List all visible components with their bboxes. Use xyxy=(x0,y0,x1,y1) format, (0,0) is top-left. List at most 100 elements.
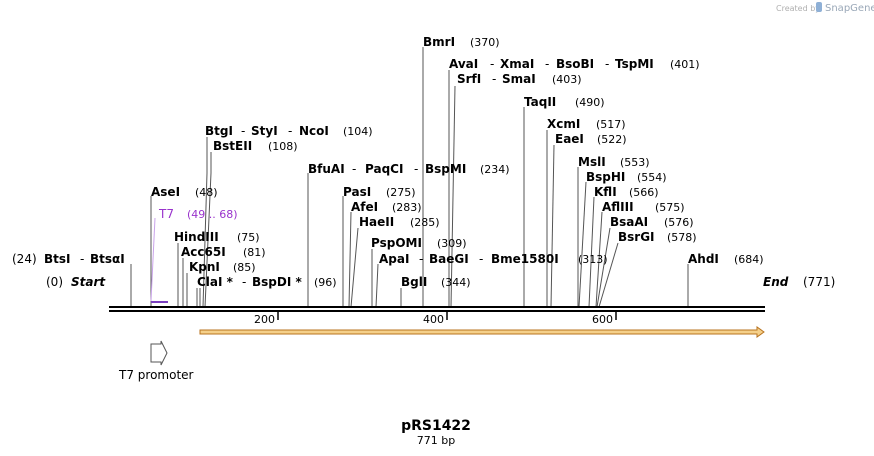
site-labels: (24) BtsI - BtsαI T7 (49 .. 68) AseI (48… xyxy=(12,35,764,289)
site-pos-bmri: (370) xyxy=(470,36,500,49)
ruler: 200 400 600 xyxy=(254,312,617,326)
site-label-bsaai[interactable]: BsaAI xyxy=(610,215,648,229)
site-label-paqci[interactable]: PaqCI xyxy=(365,162,403,176)
site-label-styi[interactable]: StyI xyxy=(251,124,278,138)
ruler-label-400: 400 xyxy=(423,313,444,326)
site-label-clai[interactable]: ClaI * xyxy=(197,275,234,289)
site-pos-msli: (553) xyxy=(620,156,650,169)
site-pos-hindiii: (75) xyxy=(237,231,260,244)
site-pos-pspomi: (309) xyxy=(437,237,467,250)
t7-feature[interactable] xyxy=(150,217,168,303)
site-label-msli[interactable]: MslI xyxy=(578,155,606,169)
site-sep: - xyxy=(241,124,245,138)
site-sep: - xyxy=(545,57,549,71)
site-label-ncoi[interactable]: NcoI xyxy=(299,124,329,138)
site-label-afei[interactable]: AfeI xyxy=(351,200,378,214)
site-label-pasi[interactable]: PasI xyxy=(343,185,371,199)
site-label-asei[interactable]: AseI xyxy=(151,185,180,199)
site-label-bspdi[interactable]: BspDI * xyxy=(252,275,302,289)
site-pos-taqii: (490) xyxy=(575,96,605,109)
site-label-bgli[interactable]: BglI xyxy=(401,275,427,289)
site-label-srfi[interactable]: SrfI xyxy=(457,72,481,86)
site-label-bspmi[interactable]: BspMI xyxy=(425,162,466,176)
site-pos-pasi: (275) xyxy=(386,186,416,199)
site-label-tspmi[interactable]: TspMI xyxy=(615,57,654,71)
site-label-xmai[interactable]: XmaI xyxy=(500,57,534,71)
site-pos-bgli: (344) xyxy=(441,276,471,289)
start-label: Start xyxy=(71,275,106,289)
site-label-bmri[interactable]: BmrI xyxy=(423,35,455,49)
site-pos-btsi: (24) xyxy=(12,252,37,266)
map-title-block: pRS1422 771 bp xyxy=(401,418,471,447)
site-pos-bspdi: (96) xyxy=(314,276,337,289)
site-label-baegi[interactable]: BaeGI xyxy=(429,252,469,266)
site-sep: - xyxy=(80,252,84,266)
site-label-bme1580i[interactable]: Bme1580I xyxy=(491,252,559,266)
site-sep: - xyxy=(605,57,609,71)
site-sep: - xyxy=(492,72,496,86)
site-label-taqii[interactable]: TaqII xyxy=(524,95,556,109)
site-pos-tspmi: (401) xyxy=(670,58,700,71)
site-label-pspomi[interactable]: PspOMI xyxy=(371,236,422,250)
site-label-smai[interactable]: SmaI xyxy=(502,72,536,86)
snapgene-credit: Created by SnapGene xyxy=(776,2,874,14)
site-label-acc65i[interactable]: Acc65I xyxy=(181,245,226,259)
site-label-afliii[interactable]: AflIII xyxy=(602,200,634,214)
snapgene-logo-icon xyxy=(816,2,822,12)
map-ends: (0) Start End (771) xyxy=(46,275,835,289)
site-label-xcmi[interactable]: XcmI xyxy=(547,117,580,131)
credit-brand: SnapGene xyxy=(825,3,874,14)
t7-promoter-feature[interactable]: T7 promoter xyxy=(118,340,194,382)
site-pos-kpni: (85) xyxy=(233,261,256,274)
site-pos-ncoi: (104) xyxy=(343,125,373,138)
site-label-ahdi[interactable]: AhdI xyxy=(688,252,719,266)
map-title: pRS1422 xyxy=(401,418,471,434)
site-pos-kfli: (566) xyxy=(629,186,659,199)
orf-arrow[interactable] xyxy=(199,326,765,338)
ruler-label-600: 600 xyxy=(592,313,613,326)
site-sep: - xyxy=(352,162,356,176)
site-label-btsi[interactable]: BtsI xyxy=(44,252,71,266)
site-pos-haeii: (285) xyxy=(410,216,440,229)
map-length: 771 bp xyxy=(417,434,455,447)
end-position: (771) xyxy=(803,275,835,289)
site-label-bsrgi[interactable]: BsrGI xyxy=(618,230,655,244)
t7-promoter-label: T7 promoter xyxy=(118,368,194,382)
site-pos-smai: (403) xyxy=(552,73,582,86)
site-lines xyxy=(130,47,689,308)
start-position: (0) xyxy=(46,275,63,289)
site-label-apai[interactable]: ApaI xyxy=(379,252,409,266)
dna-backbone xyxy=(109,306,765,312)
site-pos-bsaai: (576) xyxy=(664,216,694,229)
site-label-kfli[interactable]: KflI xyxy=(594,185,617,199)
site-label-bsteii[interactable]: BstEII xyxy=(213,139,252,153)
t7-feature-range: (49 .. 68) xyxy=(187,208,238,221)
site-sep: - xyxy=(490,57,494,71)
site-sep: - xyxy=(242,275,246,289)
site-label-btgi[interactable]: BtgI xyxy=(205,124,233,138)
site-label-eaei[interactable]: EaeI xyxy=(555,132,584,146)
site-label-bsphi[interactable]: BspHI xyxy=(586,170,625,184)
site-label-avai[interactable]: AvaI xyxy=(449,57,478,71)
site-sep: - xyxy=(414,162,418,176)
site-label-hindiii[interactable]: HindIII xyxy=(174,230,219,244)
t7-feature-label[interactable]: T7 xyxy=(158,207,174,221)
site-label-haeii[interactable]: HaeII xyxy=(359,215,394,229)
site-label-btsai[interactable]: BtsαI xyxy=(90,252,125,266)
ruler-label-200: 200 xyxy=(254,313,275,326)
site-label-bsobi[interactable]: BsoBI xyxy=(556,57,594,71)
site-pos-bsrgi: (578) xyxy=(667,231,697,244)
credit-prefix: Created by xyxy=(776,4,820,13)
site-pos-bme1580i: (313) xyxy=(578,253,608,266)
site-pos-afei: (283) xyxy=(392,201,422,214)
site-pos-afliii: (575) xyxy=(655,201,685,214)
site-label-bfuai[interactable]: BfuAI xyxy=(308,162,345,176)
site-sep: - xyxy=(288,124,292,138)
site-pos-xcmi: (517) xyxy=(596,118,626,131)
site-label-kpni[interactable]: KpnI xyxy=(189,260,220,274)
site-pos-asei: (48) xyxy=(195,186,218,199)
site-pos-ahdi: (684) xyxy=(734,253,764,266)
site-sep: - xyxy=(479,252,483,266)
site-pos-eaei: (522) xyxy=(597,133,627,146)
